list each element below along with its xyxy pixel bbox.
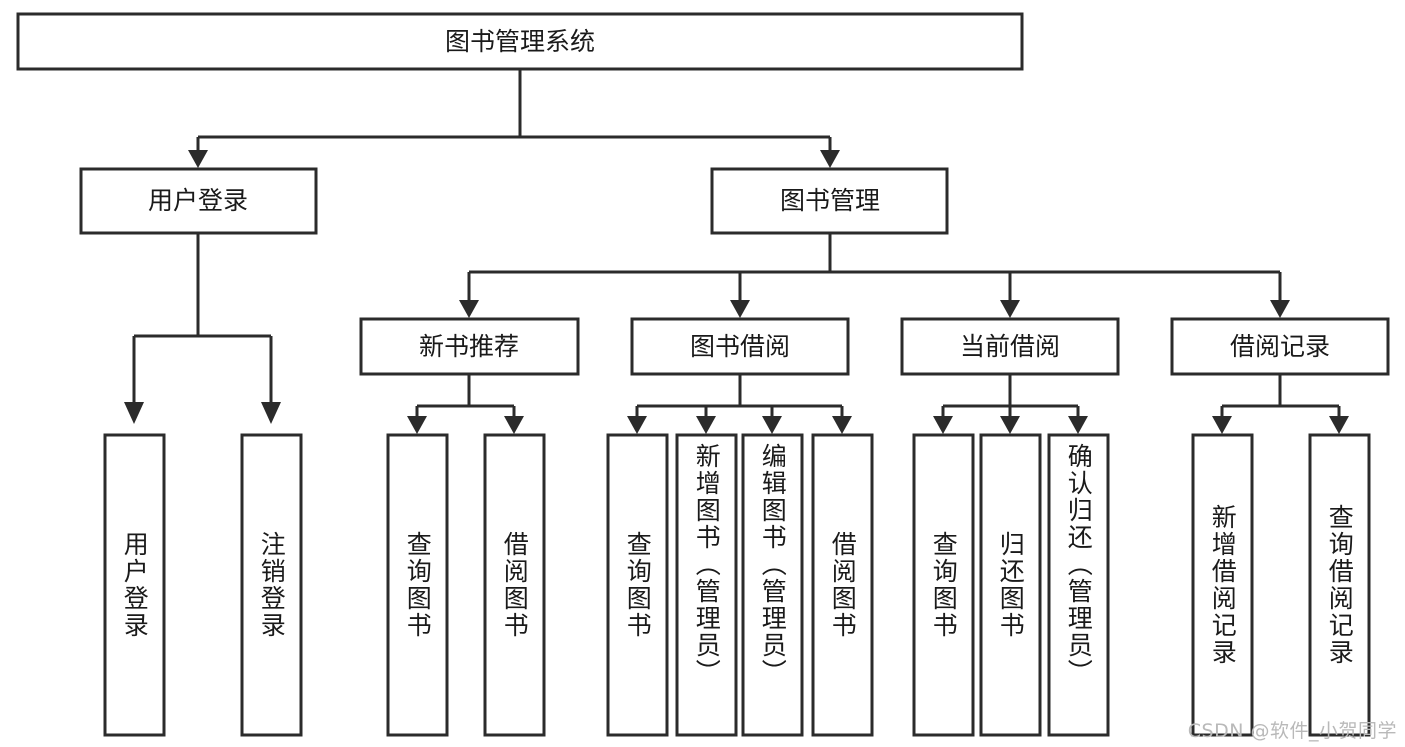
node-user-login-box[interactable] (79, 167, 318, 235)
leaf-box-edit-book[interactable] (741, 433, 804, 737)
node-new-book-recommend-label: 新书推荐 (419, 332, 519, 361)
arrow-leaf-user-login (124, 402, 144, 424)
node-book-manage-box[interactable] (710, 167, 949, 235)
node-book-manage[interactable]: 图书管理 (710, 167, 949, 235)
arrow-leaf-borrow-book-1 (504, 416, 524, 434)
node-book-borrow[interactable]: 图书借阅 (630, 317, 850, 376)
arrow-leaf-add-book (696, 416, 716, 434)
arrow-leaf-add-record (1212, 416, 1232, 434)
node-root-box[interactable] (16, 12, 1024, 71)
leaf-box-group (103, 433, 1371, 737)
leaf-box-query-book-3[interactable] (912, 433, 975, 737)
arrow-leaf-borrow-book-2 (832, 416, 852, 434)
node-new-book-recommend[interactable]: 新书推荐 (359, 317, 580, 376)
arrow-to-new-book-recommend (459, 300, 479, 318)
node-current-borrow-box[interactable] (900, 317, 1120, 376)
node-user-login[interactable]: 用户登录 (79, 167, 318, 235)
arrow-to-current-borrow (1000, 300, 1020, 318)
node-borrow-record-box[interactable] (1170, 317, 1390, 376)
connector-group (124, 69, 1349, 434)
leaf-box-query-record[interactable] (1308, 433, 1371, 737)
leaf-box-add-book[interactable] (675, 433, 738, 737)
node-borrow-record-label: 借阅记录 (1230, 332, 1330, 361)
arrow-leaf-query-record (1329, 416, 1349, 434)
node-borrow-record[interactable]: 借阅记录 (1170, 317, 1390, 376)
leaf-box-return-book[interactable] (979, 433, 1042, 737)
arrow-leaf-query-book-1 (407, 416, 427, 434)
csdn-watermark: CSDN @软件_小贺同学 (1187, 720, 1397, 742)
arrow-leaf-query-book-2 (627, 416, 647, 434)
leaf-box-user-login[interactable] (103, 433, 166, 737)
node-book-borrow-box[interactable] (630, 317, 850, 376)
node-book-borrow-label: 图书借阅 (690, 332, 790, 361)
leaf-box-borrow-book-1[interactable] (483, 433, 546, 737)
arrow-leaf-confirm-return (1068, 416, 1088, 434)
leaf-box-confirm-return[interactable] (1047, 433, 1110, 737)
leaf-box-logout[interactable] (240, 433, 303, 737)
node-current-borrow-label: 当前借阅 (960, 332, 1060, 361)
node-root-label: 图书管理系统 (445, 27, 595, 56)
arrow-to-book-borrow (730, 300, 750, 318)
node-user-login-label: 用户登录 (148, 186, 248, 215)
leaf-box-add-record[interactable] (1191, 433, 1254, 737)
node-book-manage-label: 图书管理 (780, 186, 880, 215)
node-root[interactable]: 图书管理系统 (16, 12, 1024, 71)
node-new-book-recommend-box[interactable] (359, 317, 580, 376)
leaf-box-query-book-1[interactable] (386, 433, 449, 737)
arrow-leaf-return-book (1000, 416, 1020, 434)
arrow-to-borrow-record (1270, 300, 1290, 318)
arrow-leaf-edit-book (762, 416, 782, 434)
arrow-to-book-manage (820, 150, 840, 168)
arrow-leaf-query-book-3 (933, 416, 953, 434)
leaf-box-borrow-book-2[interactable] (811, 433, 874, 737)
arrow-leaf-logout (261, 402, 281, 424)
arrow-to-user-login (188, 150, 208, 168)
leaf-box-query-book-2[interactable] (606, 433, 669, 737)
node-current-borrow[interactable]: 当前借阅 (900, 317, 1120, 376)
